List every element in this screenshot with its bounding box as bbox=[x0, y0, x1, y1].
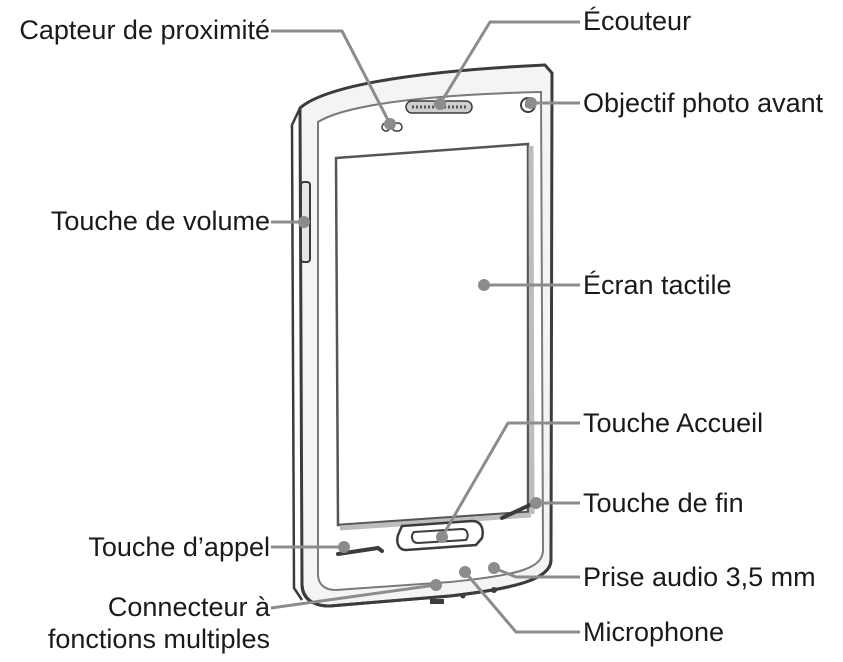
device-bottom-rim bbox=[300, 545, 553, 608]
label-audio-jack: Prise audio 3,5 mm bbox=[583, 562, 816, 592]
end-key-shape bbox=[500, 502, 534, 520]
label-front-camera: Objectif photo avant bbox=[583, 88, 824, 118]
leader-home-key bbox=[440, 421, 580, 538]
label-call-key: Touche d’appel bbox=[88, 532, 270, 562]
leader-proximity-sensor bbox=[271, 29, 392, 125]
leader-microphone bbox=[463, 571, 580, 634]
leader-connector bbox=[270, 583, 437, 610]
leader-audio-jack bbox=[493, 566, 580, 579]
leader-earpiece bbox=[438, 20, 580, 105]
device-side-rim bbox=[290, 107, 304, 601]
label-connector-line1: Connecteur à bbox=[107, 592, 270, 622]
label-earpiece: Écouteur bbox=[583, 6, 692, 36]
label-proximity-sensor: Capteur de proximité bbox=[19, 15, 270, 45]
label-microphone: Microphone bbox=[583, 617, 725, 647]
microphone-port-shape bbox=[460, 593, 466, 599]
label-connector-line2: fonctions multiples bbox=[47, 624, 270, 654]
call-key-shape bbox=[336, 545, 384, 556]
connector-port-shape bbox=[430, 599, 444, 604]
label-volume-key: Touche de volume bbox=[50, 206, 270, 236]
label-touch-screen: Écran tactile bbox=[583, 270, 732, 300]
label-home-key: Touche Accueil bbox=[583, 408, 764, 438]
audio-jack-port-shape bbox=[491, 587, 497, 593]
label-end-key: Touche de fin bbox=[583, 488, 744, 518]
touch-screen-shape bbox=[334, 142, 530, 527]
